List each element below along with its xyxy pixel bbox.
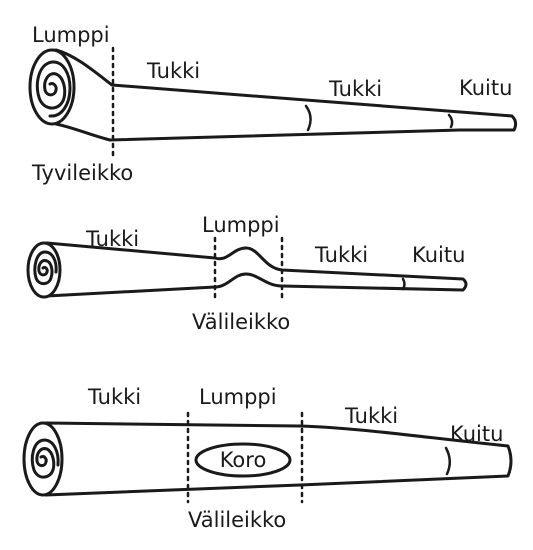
- label-tyvileikko: Tyvileikko: [31, 161, 133, 185]
- label-tukki: Tukki: [146, 59, 200, 83]
- label-valileikko: Välileikko: [188, 508, 286, 532]
- bucking-mark: [304, 104, 312, 132]
- label-lumppi: Lumppi: [202, 213, 280, 237]
- label-lumppi: Lumppi: [32, 23, 110, 47]
- label-kuitu: Kuitu: [450, 422, 503, 446]
- bucking-mark: [444, 446, 451, 476]
- log-outline: [54, 48, 518, 142]
- label-kuitu: Kuitu: [412, 243, 465, 267]
- bucking-mark: [447, 113, 454, 129]
- label-tukki: Tukki: [344, 404, 398, 428]
- label-tukki: Tukki: [328, 77, 382, 101]
- label-tukki: Tukki: [87, 385, 141, 409]
- label-tukki: Tukki: [85, 227, 139, 251]
- diagram-butt-cut: Lumppi Tukki Tukki Kuitu Tyvileikko: [28, 23, 518, 185]
- label-koro: Koro: [220, 448, 267, 472]
- growth-rings: [33, 250, 58, 286]
- koro-marking: [194, 442, 292, 478]
- label-kuitu: Kuitu: [459, 76, 512, 100]
- growth-rings: [35, 60, 72, 118]
- label-lumppi: Lumppi: [199, 385, 277, 409]
- diagram-koro-cut: Tukki Lumppi Tukki Kuitu Koro Välileikko: [22, 385, 513, 532]
- log-end-face: [22, 421, 64, 497]
- growth-rings: [30, 438, 60, 479]
- label-valileikko: Välileikko: [192, 310, 290, 334]
- log-outline: [45, 241, 468, 298]
- diagram-mid-cut: Tukki Lumppi Tukki Kuitu Välileikko: [26, 213, 468, 334]
- label-tukki: Tukki: [314, 243, 368, 267]
- bucking-mark: [401, 277, 406, 291]
